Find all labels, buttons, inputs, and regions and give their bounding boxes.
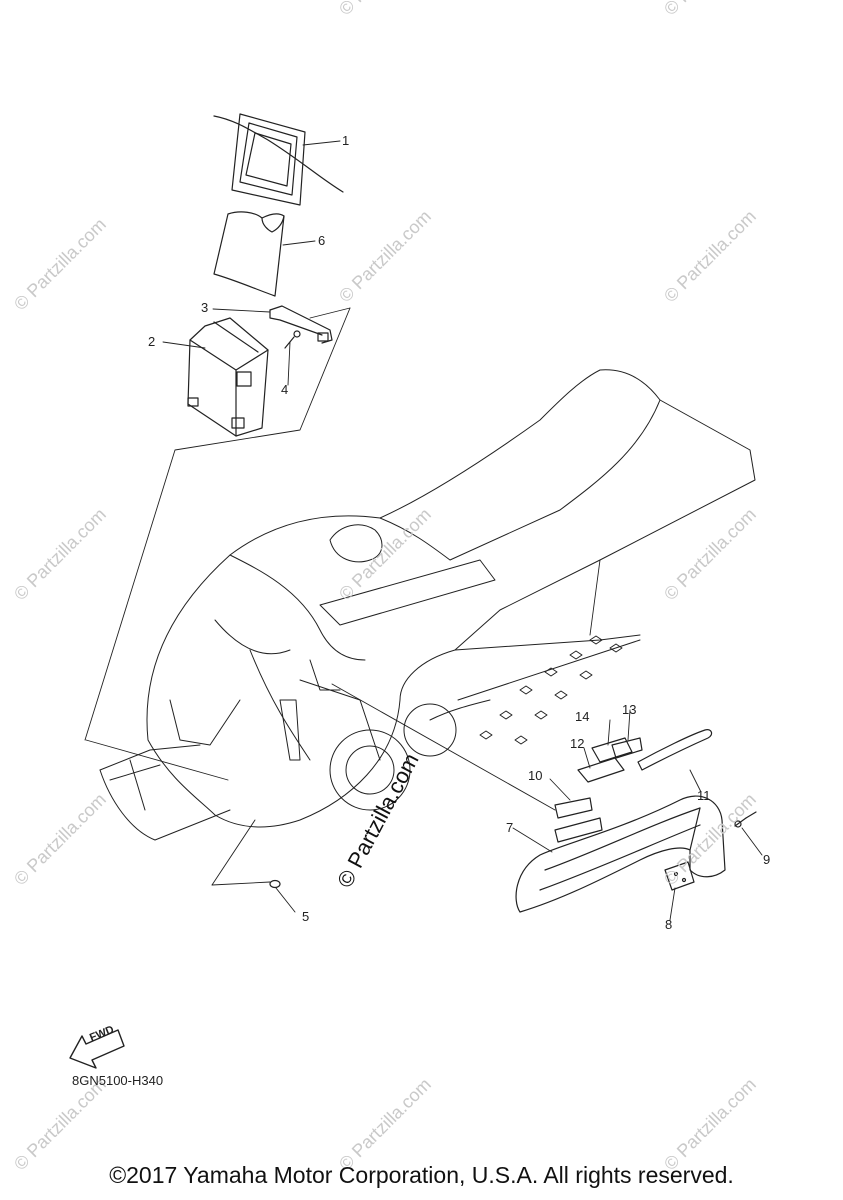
assembly-outline (84, 307, 601, 886)
snowmobile-chassis (99, 369, 756, 841)
callout-13[interactable]: 13 (622, 702, 637, 717)
callout-5[interactable]: 5 (302, 909, 310, 924)
callout-14[interactable]: 14 (575, 709, 590, 724)
callout-4[interactable]: 4 (281, 382, 289, 397)
part-6-cover (213, 211, 285, 297)
callout-8[interactable]: 8 (665, 917, 673, 932)
part-13-decal (611, 737, 643, 759)
part-11-strap (637, 729, 713, 771)
callout-2[interactable]: 2 (148, 334, 156, 349)
callout-1[interactable]: 1 (342, 133, 350, 148)
part-12-decal (577, 757, 625, 783)
copyright-notice: ©2017 Yamaha Motor Corporation, U.S.A. A… (109, 1162, 734, 1188)
callout-6[interactable]: 6 (318, 233, 326, 248)
part-10-clip (554, 797, 603, 843)
callout-7[interactable]: 7 (506, 820, 514, 835)
callout-11[interactable]: 11 (697, 788, 711, 803)
part-1-pouch (213, 113, 344, 206)
callout-9[interactable]: 9 (763, 852, 771, 867)
part-14-decal (591, 737, 633, 763)
part-8-plate (664, 861, 695, 891)
part-3-bracket (269, 305, 333, 344)
diagram-code: 8GN5100-H340 (72, 1073, 164, 1088)
part-2-box (187, 317, 269, 437)
part-5-washer (269, 879, 281, 889)
callout-3[interactable]: 3 (201, 300, 209, 315)
callout-10[interactable]: 10 (528, 768, 543, 783)
callout-leaders (162, 140, 763, 921)
fwd-arrow-icon (69, 1029, 125, 1069)
part-4-screw (284, 330, 301, 349)
callout-12[interactable]: 12 (570, 736, 585, 751)
part-9-rivet (734, 811, 757, 828)
